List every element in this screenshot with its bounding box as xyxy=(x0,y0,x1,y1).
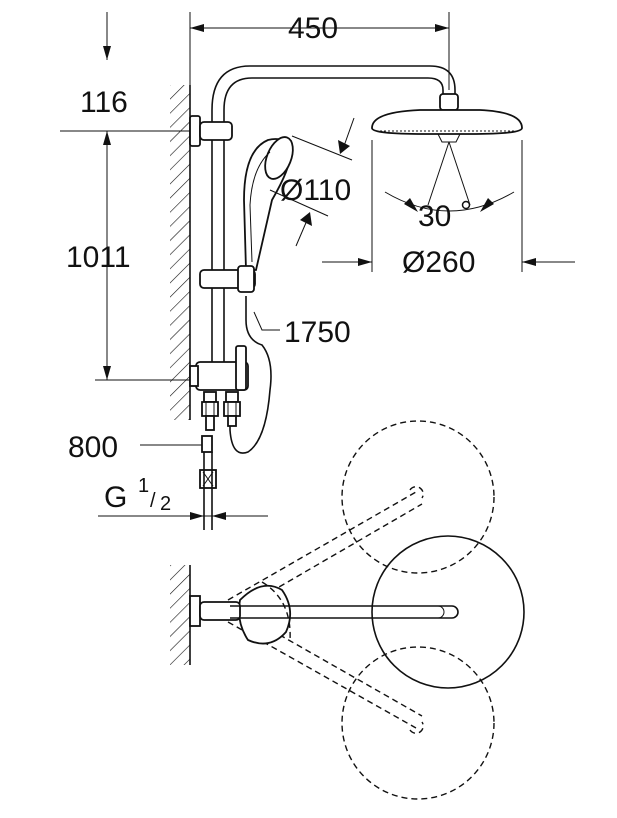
inlet-detail: 800 G 1 / 2 xyxy=(68,431,268,530)
dimension-tilt-angle: 30 xyxy=(384,141,515,233)
dimension-hand-shower-diameter: Ø110 xyxy=(269,117,355,247)
overhead-head-plan xyxy=(371,535,525,689)
thermostat-mixer xyxy=(189,345,249,391)
tilt-angle-label: 30 xyxy=(418,200,451,233)
thread-prefix-label: G xyxy=(104,481,127,514)
hand-shower-plan xyxy=(238,581,292,645)
arm-plan-view xyxy=(189,595,459,627)
dimension-arm-length: 450 xyxy=(189,12,450,90)
inlet-depth-label: 800 xyxy=(68,431,118,464)
dimension-head-diameter: Ø260 xyxy=(322,140,575,279)
shower-hose: 1750 xyxy=(229,296,351,454)
thread-numerator-label: 1 xyxy=(138,475,149,497)
dimension-left-vertical: 116 1011 xyxy=(60,12,205,381)
hand-shower-diameter-label: Ø110 xyxy=(280,174,351,207)
arm-length-label: 450 xyxy=(288,12,338,45)
inlet-connectors xyxy=(201,391,241,431)
wall-offset-top-label: 116 xyxy=(80,86,128,119)
overhead-shower-head xyxy=(371,93,523,143)
wall-side-view xyxy=(170,85,191,420)
hand-shower xyxy=(243,136,294,271)
slide-holder xyxy=(199,265,256,293)
bracket-spacing-label: 1011 xyxy=(66,241,131,274)
upper-wall-bracket xyxy=(189,115,233,147)
thread-denominator-label: 2 xyxy=(160,493,171,515)
riser-and-arm xyxy=(211,65,456,362)
head-diameter-label: Ø260 xyxy=(402,246,475,279)
degree-symbol-icon xyxy=(461,200,471,210)
wall-plan-view xyxy=(170,565,191,665)
hose-length-label: 1750 xyxy=(284,316,351,349)
svg-text:/: / xyxy=(150,490,156,512)
